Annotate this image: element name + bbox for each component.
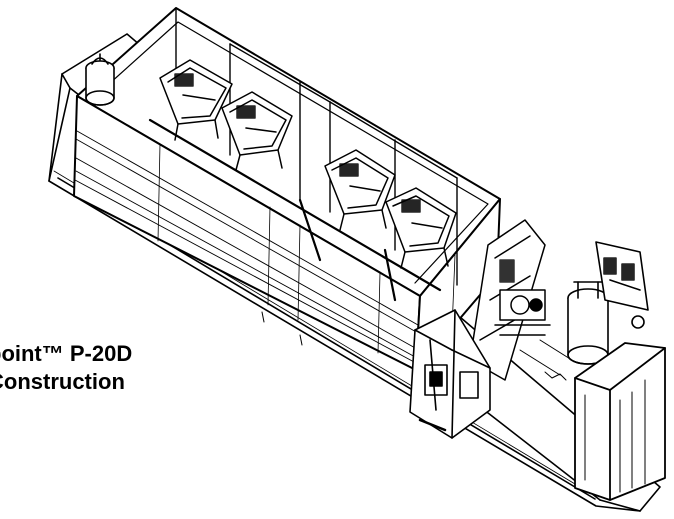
process-chambers (148, 59, 457, 302)
control-cabinet-lower (409, 309, 491, 439)
chamber-piping (148, 118, 442, 302)
equipment-panel (469, 219, 551, 381)
chamber-1 (159, 59, 233, 141)
right-end-enclosure (574, 342, 666, 501)
chamber-3 (324, 149, 396, 231)
right-electrical-panel (595, 241, 649, 329)
left-tank (85, 53, 115, 106)
pump-motor (494, 289, 551, 336)
caption-construction-line: Construction (0, 369, 125, 394)
chamber-2 (221, 91, 293, 171)
chamber-4 (385, 187, 457, 269)
caption-model-line: point™ P-20D (0, 341, 133, 366)
base-hardware (261, 311, 576, 381)
right-vessel (567, 281, 609, 365)
